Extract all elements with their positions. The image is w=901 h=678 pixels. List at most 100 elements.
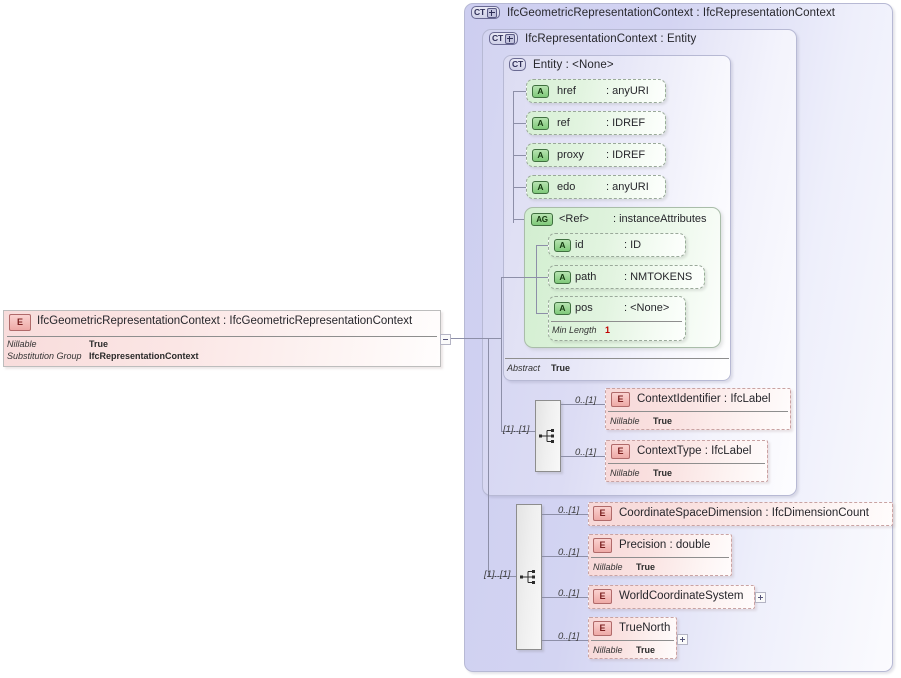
sequence-icon-lower (520, 570, 535, 584)
entity-footer-separator (505, 358, 729, 359)
element-prop-value-true-north: True (636, 645, 656, 655)
element-title-world-coordinate-system: WorldCoordinateSystem (619, 590, 744, 602)
attribute-box-path[interactable] (548, 265, 705, 289)
attribute-type-id: : ID (624, 239, 642, 251)
element-prop-key-context-identifier: Nillable (610, 416, 640, 426)
plus-icon (504, 33, 515, 44)
element-title-context-identifier: ContextIdentifier : IfcLabel (637, 393, 771, 405)
lower-seq-branch-precision (542, 556, 588, 557)
complex-type-title-entity: Entity : <None> (532, 58, 614, 71)
occurrence-precision: 0..[1] (558, 547, 580, 558)
plus-icon (486, 7, 497, 18)
element-prop-key-true-north: Nillable (593, 645, 623, 655)
element-box-precision[interactable] (588, 534, 732, 576)
element-prop-value-precision: True (636, 562, 656, 572)
attribute-type-ref: : IDREF (606, 117, 646, 129)
occurrence-coordinate-space-dimension: 0..[1] (558, 505, 580, 516)
attribute-pos-facet-separator (551, 321, 682, 322)
element-prop-value-context-identifier: True (653, 416, 673, 426)
element-badge-e-context-identifier: E (611, 392, 630, 407)
element-prop-value-context-type: True (653, 468, 673, 478)
attribute-box-pos[interactable] (548, 296, 686, 341)
main-tree-spine (488, 338, 489, 576)
plus-expander-icon-world-coordinate-system[interactable] (755, 592, 766, 603)
occurrence-world-coordinate-system: 0..[1] (558, 588, 580, 599)
complex-type-header-entity: CT Entity : <None> (509, 58, 614, 71)
root-element-prop-value-substitution-group: IfcRepresentationContext (89, 351, 199, 361)
attr-tree-branch-proxy (513, 155, 526, 156)
complex-type-title-middle: IfcRepresentationContext : Entity (524, 32, 697, 45)
complex-type-badge-ct-plus-icon[interactable]: CT (471, 6, 500, 19)
lower-seq-branch-true-north (542, 640, 588, 641)
plus-expander-icon-true-north[interactable] (677, 634, 688, 645)
upper-seq-branch-context-type (561, 456, 605, 457)
element-title-context-type: ContextType : IfcLabel (637, 445, 752, 457)
root-element-prop-key-substitution-group: Substitution Group (7, 351, 82, 361)
sequence-occurrence-upper: [1]..[1] (503, 424, 530, 435)
element-title-coordinate-space-dimension: CoordinateSpaceDimension : IfcDimensionC… (619, 507, 869, 519)
element-box-coordinate-space-dimension[interactable] (588, 502, 893, 526)
occurrence-true-north: 0..[1] (558, 631, 580, 642)
root-element-prop-key-nillable: Nillable (7, 339, 37, 349)
attr-group-branch-id (536, 245, 548, 246)
attr-group-branch-path (536, 277, 548, 278)
minus-expander-icon-root[interactable] (440, 334, 451, 345)
element-box-world-coordinate-system[interactable] (588, 585, 755, 609)
entity-abstract-value: True (551, 363, 571, 373)
attribute-badge-a-path: A (554, 271, 571, 284)
element-title-true-north: TrueNorth (619, 622, 671, 634)
attr-tree-branch-edo (513, 187, 526, 188)
entity-tree-branch-upper-sequence (501, 431, 535, 432)
upper-seq-branch-context-identifier (561, 404, 605, 405)
element-prop-key-context-type: Nillable (610, 468, 640, 478)
attribute-badge-a-id: A (554, 239, 571, 252)
attr-group-feed-line (501, 277, 536, 278)
element-box-context-identifier[interactable] (605, 388, 791, 430)
root-element-prop-value-nillable: True (89, 339, 109, 349)
complex-type-badge-ct-plus-icon-middle[interactable]: CT (489, 32, 518, 45)
attribute-type-proxy: : IDREF (606, 149, 646, 161)
attribute-name-path: path (575, 271, 597, 283)
attribute-box-href[interactable] (526, 79, 666, 103)
attribute-box-edo[interactable] (526, 175, 666, 199)
element-separator-precision (591, 557, 729, 558)
occurrence-context-identifier: 0..[1] (575, 395, 597, 406)
element-badge-e-context-type: E (611, 444, 630, 459)
complex-type-header-middle: CT IfcRepresentationContext : Entity (489, 32, 696, 45)
root-element-badge-e: E (9, 314, 31, 331)
element-badge-e-coordinate-space-dimension: E (593, 506, 612, 521)
attribute-group-type-ref: : instanceAttributes (613, 213, 707, 225)
element-badge-e-world-coordinate-system: E (593, 589, 612, 604)
element-title-precision: Precision : double (619, 539, 711, 551)
main-to-entity-spine (488, 338, 501, 339)
element-separator-context-identifier (608, 411, 788, 412)
attribute-box-proxy[interactable] (526, 143, 666, 167)
attribute-name-id: id (575, 239, 584, 251)
root-element-title: IfcGeometricRepresentationContext : IfcG… (37, 315, 413, 327)
attribute-name-proxy: proxy (557, 149, 584, 161)
attribute-name-href: href (557, 85, 576, 97)
attr-group-tree-spine (536, 245, 537, 313)
attribute-badge-a-edo: A (532, 181, 549, 194)
attribute-pos-facet-key: Min Length (552, 325, 597, 335)
occurrence-context-type: 0..[1] (575, 447, 597, 458)
attribute-box-id[interactable] (548, 233, 686, 257)
lower-seq-branch-world-coordinate-system (542, 597, 588, 598)
attr-tree-spine (513, 91, 514, 223)
root-element-box[interactable] (3, 310, 441, 367)
attr-tree-branch-ref (513, 123, 526, 124)
element-badge-e-precision: E (593, 538, 612, 553)
attribute-box-ref[interactable] (526, 111, 666, 135)
attribute-badge-a-ref: A (532, 117, 549, 130)
sequence-occurrence-lower: [1]..[1] (484, 569, 511, 580)
complex-type-badge-ct-entity[interactable]: CT (509, 58, 526, 71)
element-prop-key-precision: Nillable (593, 562, 623, 572)
attr-tree-branch-href (513, 91, 526, 92)
attribute-type-path: : NMTOKENS (624, 271, 693, 283)
attribute-badge-a-href: A (532, 85, 549, 98)
main-tree-branch-lower-sequence (488, 576, 516, 577)
lower-seq-branch-coordinate-space-dimension (542, 514, 588, 515)
attribute-name-edo: edo (557, 181, 576, 193)
element-box-context-type[interactable] (605, 440, 768, 482)
attribute-type-edo: : anyURI (606, 181, 649, 193)
